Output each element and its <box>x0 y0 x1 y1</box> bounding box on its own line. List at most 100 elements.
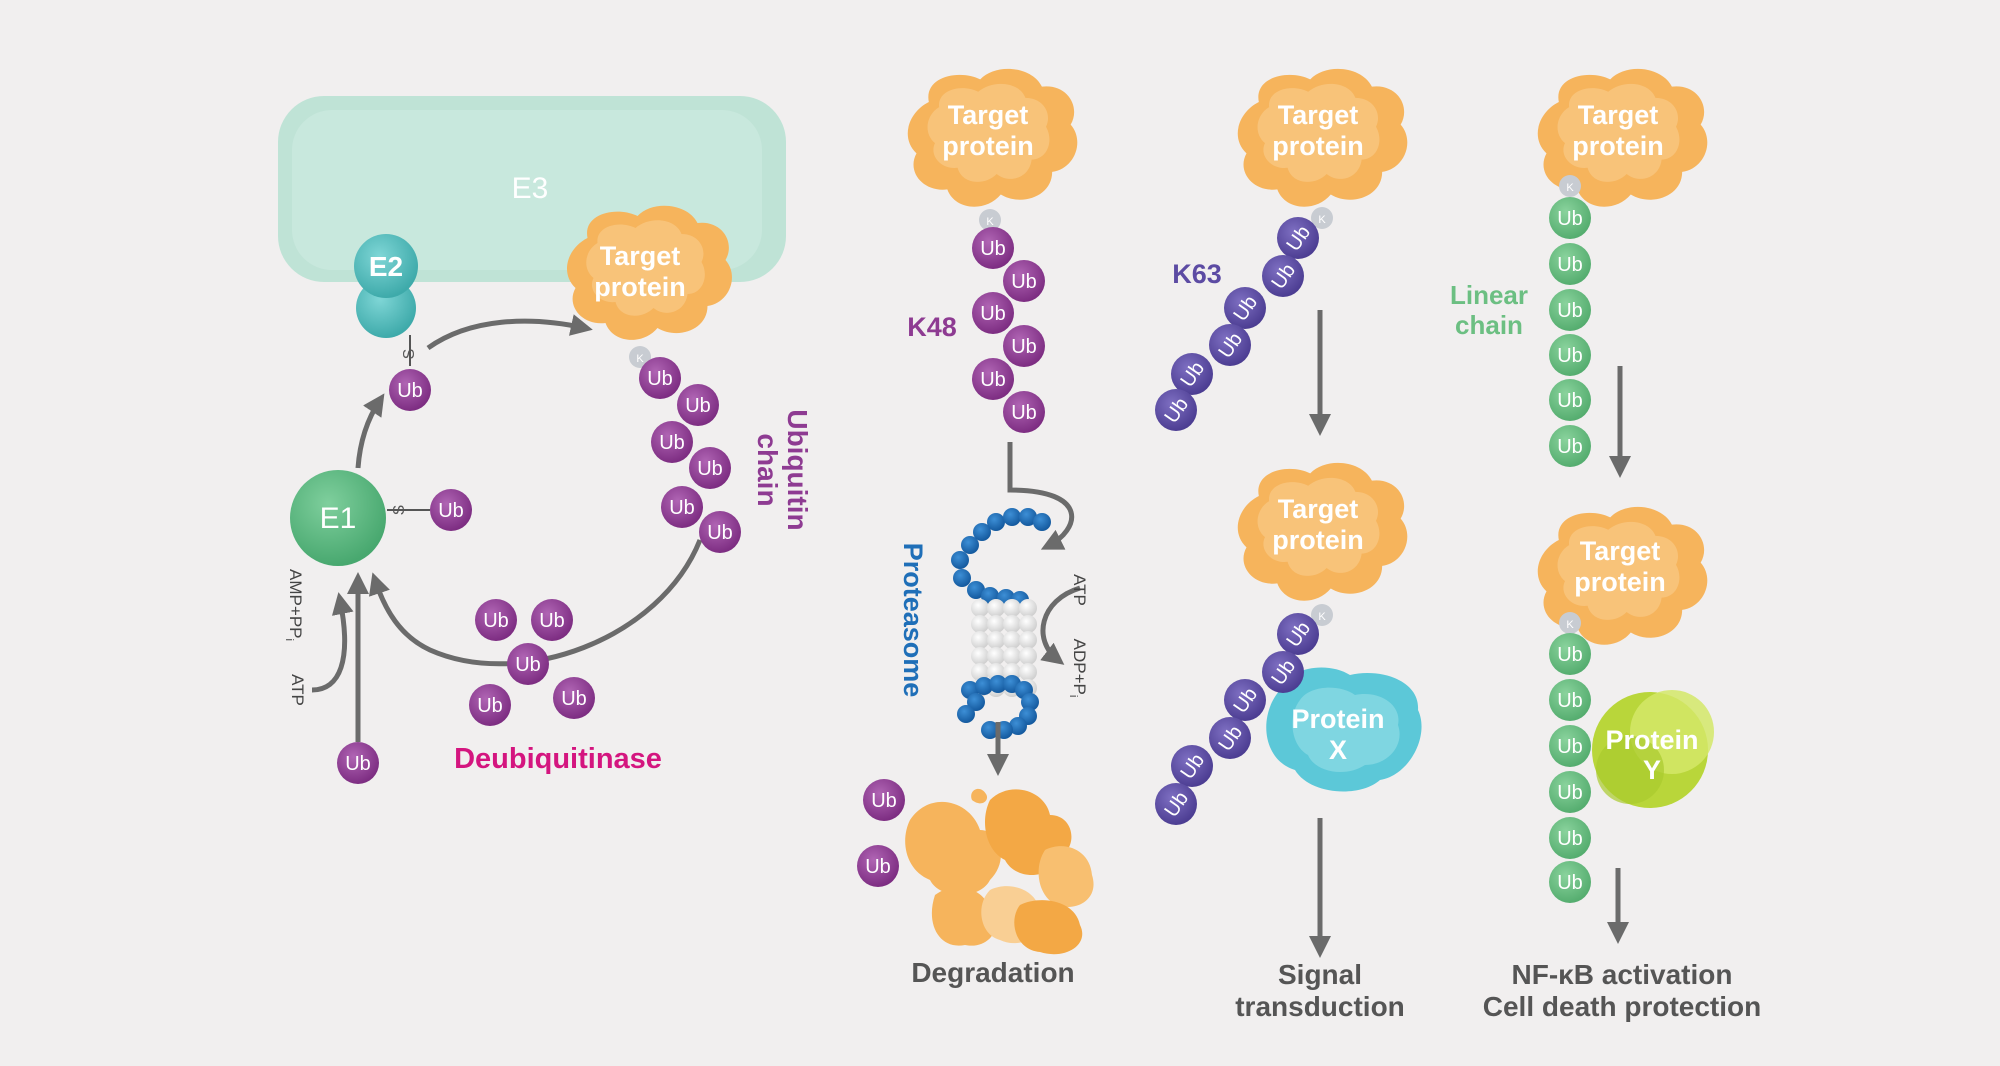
k63-ubiquitin: Ub <box>1155 783 1197 825</box>
proteasome-subunit <box>971 631 989 649</box>
proteasome-subunit <box>951 551 969 569</box>
proteasome-subunit <box>1019 663 1037 681</box>
ub-label: Ub <box>539 610 565 632</box>
ub-label: Ub <box>1557 390 1583 412</box>
k48-ubiquitin: Ub <box>1003 260 1045 302</box>
k48-ubiquitin: Ub <box>972 358 1014 400</box>
linear-chain-label-line1: Linear <box>1450 280 1528 310</box>
ub-label: Ub <box>1557 736 1583 758</box>
ub-label: Ub <box>865 856 891 878</box>
proteasome-subunit <box>1019 599 1037 617</box>
ub-label: Ub <box>1557 644 1583 666</box>
e1-label: E1 <box>320 502 357 535</box>
ub-label: Ub <box>1011 336 1037 358</box>
linear-target-bottom-line2: protein <box>1574 567 1666 597</box>
cell-death-protection-label: Cell death protection <box>1483 991 1761 1022</box>
degradation-label: Degradation <box>911 957 1074 988</box>
ub-label: Ub <box>477 695 503 717</box>
e3-label: E3 <box>512 172 549 205</box>
proteasome-subunit <box>975 677 993 695</box>
ub-label: Ub <box>1557 208 1583 230</box>
ub-label: Ub <box>1011 271 1037 293</box>
ubiquitin-chain-label-1: Ubiquitin <box>782 409 813 530</box>
e1-bound-ubiquitin: Ub <box>430 489 472 531</box>
e1-enzyme: E1 <box>290 470 386 566</box>
k-site-k48: K <box>986 216 994 228</box>
linear-ubiquitin: Ub <box>1549 334 1591 376</box>
ub-label: Ub <box>669 497 695 519</box>
k63-target-top-line2: protein <box>1272 131 1364 161</box>
k63-target-bottom-line2: protein <box>1272 525 1364 555</box>
linear-ubiquitin: Ub <box>1549 861 1591 903</box>
linear-ubiquitin: Ub <box>1549 425 1591 467</box>
linear-panel: Target protein K Linear chain UbUbUbUbUb… <box>1450 68 1761 1022</box>
deubiquitinated-ubiquitin: Ub <box>469 684 511 726</box>
ub-label: Ub <box>685 395 711 417</box>
ub-label: Ub <box>980 369 1006 391</box>
proteasome-subunit <box>953 569 971 587</box>
linear-ubiquitin: Ub <box>1549 725 1591 767</box>
linear-target-top-line2: protein <box>1572 131 1664 161</box>
ub-label: Ub <box>345 753 371 775</box>
atp-label-k48: ATP <box>1070 574 1089 606</box>
k48-ubiquitin: Ub <box>1003 391 1045 433</box>
k63-ubiquitin: Ub <box>1224 287 1266 329</box>
deubiquitinated-ubiquitin: Ub <box>553 677 595 719</box>
ub-label: Ub <box>515 654 541 676</box>
k48-chain-label: K48 <box>907 312 957 342</box>
degraded-fragments <box>905 788 1094 955</box>
k-site-linear-top: K <box>1566 182 1574 194</box>
proteasome-subunit <box>981 721 999 739</box>
k63-chain-label: K63 <box>1172 259 1222 289</box>
nfkb-activation-label: NF-κB activation <box>1512 959 1733 990</box>
deubiquitinated-ubiquitin: Ub <box>531 599 573 641</box>
k63-target-top-line1: Target <box>1278 100 1359 130</box>
proteasome-subunit <box>971 599 989 617</box>
protein-y-line1: Protein <box>1605 725 1698 755</box>
target-protein-linear-top: Target protein <box>1537 68 1708 207</box>
proteasome-subunit <box>989 675 1007 693</box>
proteasome-subunit <box>1003 631 1021 649</box>
e2-thioester-label: S <box>401 349 418 360</box>
protein-x-line1: Protein <box>1291 704 1384 734</box>
ub-label: Ub <box>1557 782 1583 804</box>
chain-ubiquitin: Ub <box>689 447 731 489</box>
proteasome-subunit <box>1003 615 1021 633</box>
k-site-linear-bottom: K <box>1566 619 1574 631</box>
e2-label: E2 <box>369 251 403 282</box>
ub-label: Ub <box>483 610 509 632</box>
target-protein-linear-bottom: Target protein <box>1537 506 1708 645</box>
proteasome-subunit <box>1003 647 1021 665</box>
deubiquitinated-ubiquitin: Ub <box>475 599 517 641</box>
ub-label: Ub <box>1557 300 1583 322</box>
atp-arrow <box>311 592 354 693</box>
proteasome <box>951 508 1051 739</box>
k63-ubiquitin: Ub <box>1262 651 1304 693</box>
chain-ubiquitin: Ub <box>661 486 703 528</box>
linear-chain-label-line2: chain <box>1455 310 1523 340</box>
linear-ubiquitin: Ub <box>1549 771 1591 813</box>
proteasome-subunit <box>973 523 991 541</box>
linear-ubiquitin: Ub <box>1549 289 1591 331</box>
ub-label: Ub <box>647 368 673 390</box>
ub-label: Ub <box>1011 402 1037 424</box>
k63-ubiquitin: Ub <box>1209 324 1251 366</box>
k48-target-line2: protein <box>942 131 1034 161</box>
target-protein-k63-bottom: Target protein <box>1237 462 1408 601</box>
target-label-line1: Target <box>600 241 681 271</box>
proteasome-subunit <box>957 705 975 723</box>
proteasome-subunit <box>1019 615 1037 633</box>
k48-ubiquitin: Ub <box>1003 325 1045 367</box>
linear-ubiquitin: Ub <box>1549 679 1591 721</box>
cycle-arrow-bottom <box>368 539 703 667</box>
atp-adp-arrow <box>1040 585 1081 665</box>
k-site-k63-top: K <box>1318 214 1326 226</box>
e2-enzyme: E2 <box>354 234 418 338</box>
proteasome-subunit <box>971 615 989 633</box>
deubiquitinated-ubiquitin: Ub <box>507 643 549 685</box>
ub-label: Ub <box>980 238 1006 260</box>
